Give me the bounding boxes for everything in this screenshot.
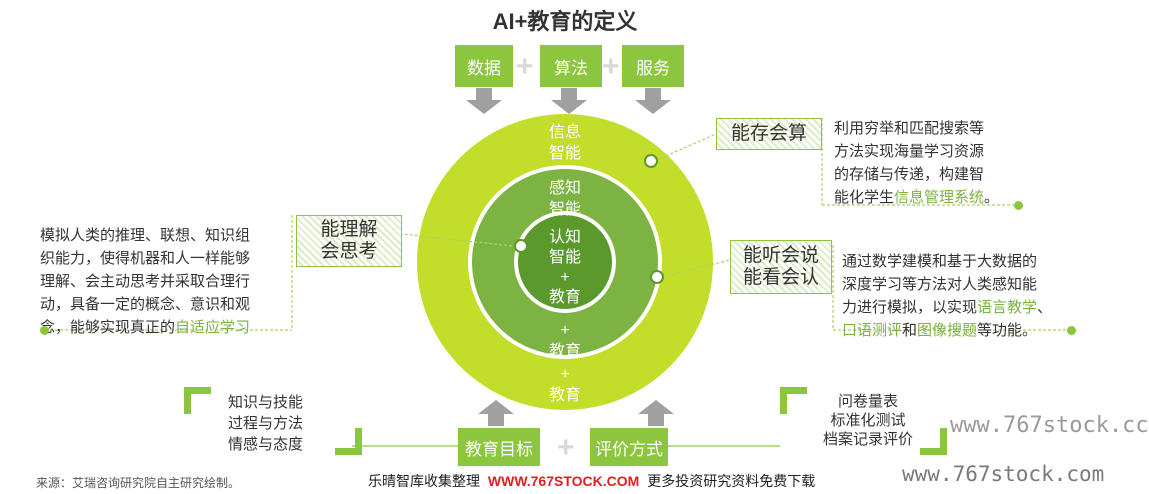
down-arrow-icon [466, 88, 502, 114]
data-label: 数据 [467, 58, 501, 78]
label-line: 能听会说 [742, 245, 819, 266]
ring-text-line: + [560, 366, 570, 383]
store-compute-label: 能存会算 [716, 118, 822, 150]
corner-bracket-icon [920, 428, 947, 455]
watermark: www.767stock.cc [950, 413, 1149, 438]
ring-text-line: 教育 [548, 387, 581, 404]
outer-ring-marker [644, 154, 658, 168]
desc-sep: 和 [902, 322, 918, 339]
connector-dot [1067, 326, 1076, 335]
algorithm-label: 算法 [554, 58, 588, 78]
corner-bracket-icon [184, 387, 211, 414]
connector-dot [40, 326, 49, 335]
desc-tail: 等功能。 [977, 322, 1038, 339]
plus-icon: + [516, 50, 534, 83]
desc-line: 理解、会主动思考并采取合理行 [40, 273, 251, 290]
corner-bracket-icon [335, 428, 362, 455]
site-link[interactable]: WWW.767STOCK.COM [487, 473, 640, 489]
service-label: 服务 [636, 58, 670, 78]
outer-education-label: + 教育 [525, 364, 605, 406]
goal-item: 知识与技能 [228, 394, 304, 411]
inner-ring [518, 215, 612, 309]
desc-line: 方法实现海量学习资源 [834, 143, 985, 160]
desc-line: 模拟人类的推理、联想、知识组 [40, 227, 251, 244]
up-arrow-icon [638, 400, 674, 426]
goal-item: 过程与方法 [228, 415, 304, 432]
desc-line: 通过数学建模和基于大数据的 [842, 253, 1038, 270]
understand-think-description: 模拟人类的推理、联想、知识组 织能力，使得机器和人一样能够 理解、会主动思考并采… [40, 224, 295, 339]
data-box: 数据 [455, 45, 513, 87]
goal-item: 情感与态度 [228, 436, 304, 453]
store-compute-text: 能存会算 [730, 123, 807, 144]
middle-ring-marker [650, 270, 664, 284]
ring-text-line: + [560, 269, 570, 286]
store-compute-description: 利用穷举和匹配搜索等 方法实现海量学习资源 的存储与传递，构建智 能化学生信息管… [834, 117, 1034, 209]
desc-line: 深度学习等方法对人类感知能 [842, 276, 1038, 293]
down-arrow-icon [551, 88, 587, 114]
education-goal-label: 教育目标 [465, 439, 533, 459]
desc-line: 的存储与传递，构建智 [834, 166, 985, 183]
ring-text-line: 认知 [548, 229, 581, 246]
ring-text-line: 智能 [548, 145, 581, 162]
education-goal-items: 知识与技能 过程与方法 情感与态度 [228, 392, 338, 455]
desc-line: 力进行模拟，以实现 [842, 299, 978, 316]
corner-bracket-icons [184, 387, 947, 455]
understand-think-label: 能理解 会思考 [296, 215, 402, 267]
down-arrow-icon [635, 88, 671, 114]
desc-line: 能化学生 [834, 189, 895, 206]
source-note: 来源：艾瑞咨询研究院自主研究绘制。 [36, 476, 241, 490]
org-name: 乐晴智库收集整理 [368, 473, 480, 489]
perception-intelligence-label: 感知 智能 [525, 178, 605, 220]
image-search-highlight: 图像搜题 [917, 322, 978, 339]
label-line: 会思考 [320, 241, 378, 262]
ring-text-line: 信息 [548, 124, 581, 141]
desc-line: 织能力，使得机器和人一样能够 [40, 250, 251, 267]
desc-line: 动，具备一定的概念、意识和观 [40, 296, 251, 313]
label-line: 能理解 [320, 219, 378, 240]
eval-item: 标准化测试 [830, 412, 906, 429]
listen-speak-label: 能听会说 能看会认 [730, 240, 832, 294]
evaluation-method-box: 评价方式 [590, 428, 668, 466]
ring-text-line: 感知 [548, 180, 581, 197]
connector-dot [1014, 201, 1023, 210]
language-teaching-highlight: 语言教学 [977, 299, 1038, 316]
slogan: 更多投资研究资料免费下载 [647, 473, 816, 489]
plus-icon: + [557, 431, 575, 464]
ring-text-line: + [560, 322, 570, 339]
down-arrow-icons [466, 88, 671, 114]
desc-line: 利用穷举和匹配搜索等 [834, 120, 985, 137]
evaluation-method-label: 评价方式 [595, 439, 663, 459]
info-system-highlight: 信息管理系统 [894, 189, 985, 206]
evaluation-method-items: 问卷量表 标准化测试 档案记录评价 [808, 392, 928, 449]
desc-sep: 、 [1037, 299, 1053, 316]
inner-ring-marker [514, 239, 528, 253]
watermark: www.767stock.com [902, 462, 1105, 486]
listen-speak-description: 通过数学建模和基于大数据的 深度学习等方法对人类感知能 力进行模拟，以实现语言教… [842, 250, 1082, 342]
info-intelligence-label: 信息 智能 [525, 122, 605, 164]
adaptive-learning-highlight: 自适应学习 [175, 319, 251, 336]
up-arrow-icon [478, 400, 514, 426]
ring-text-line: 教育 [548, 343, 581, 360]
ring-text-line: 教育 [548, 289, 581, 306]
up-arrow-icons [478, 400, 674, 426]
service-box: 服务 [622, 45, 684, 87]
middle-education-label: + 教育 [525, 320, 605, 362]
eval-item: 问卷量表 [837, 393, 898, 410]
ring-text-line: 智能 [548, 249, 581, 266]
cognition-intelligence-label: 认知 智能 + 教育 [525, 228, 605, 308]
oral-test-highlight: 口语测评 [842, 322, 903, 339]
education-goal-box: 教育目标 [458, 428, 540, 466]
ring-text-line: 智能 [548, 201, 581, 218]
collector-note: 乐晴智库收集整理 WWW.767STOCK.COM 更多投资研究资料免费下载 [368, 471, 815, 491]
desc-line: 念，能够实现真正的 [40, 319, 176, 336]
algorithm-box: 算法 [540, 45, 602, 87]
corner-bracket-icon [780, 387, 807, 414]
desc-tail: 。 [984, 189, 1000, 206]
plus-icon: + [602, 50, 620, 83]
page-title: AI+教育的定义 [492, 9, 638, 34]
eval-item: 档案记录评价 [822, 431, 913, 448]
label-line: 能看会认 [742, 267, 819, 288]
